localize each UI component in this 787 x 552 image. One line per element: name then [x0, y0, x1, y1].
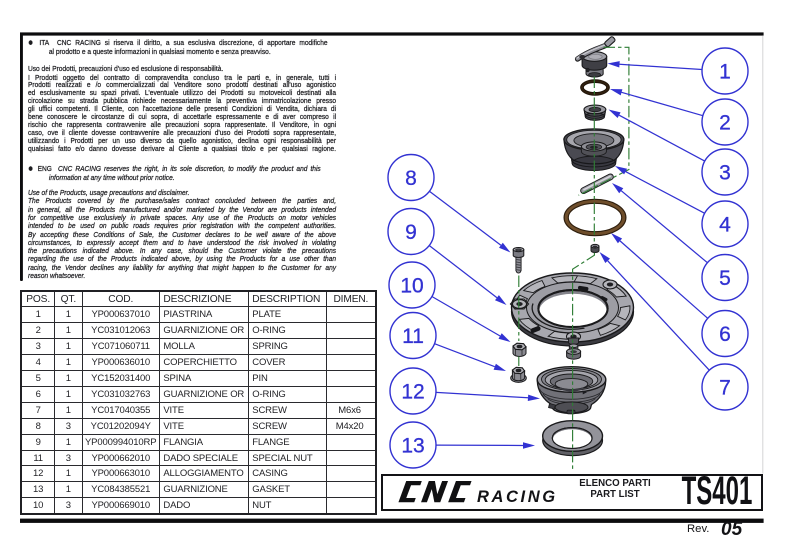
svg-text:9: 9 — [405, 221, 417, 244]
svg-text:2: 2 — [719, 111, 731, 134]
svg-text:3: 3 — [719, 161, 731, 184]
svg-text:6: 6 — [719, 323, 731, 346]
svg-text:12: 12 — [401, 380, 424, 403]
svg-text:1: 1 — [719, 60, 731, 83]
svg-text:4: 4 — [719, 213, 731, 236]
svg-text:5: 5 — [719, 267, 731, 290]
svg-text:7: 7 — [719, 376, 731, 399]
svg-text:10: 10 — [400, 274, 423, 297]
svg-text:11: 11 — [402, 325, 424, 348]
svg-text:8: 8 — [405, 167, 417, 190]
svg-text:13: 13 — [401, 434, 424, 457]
